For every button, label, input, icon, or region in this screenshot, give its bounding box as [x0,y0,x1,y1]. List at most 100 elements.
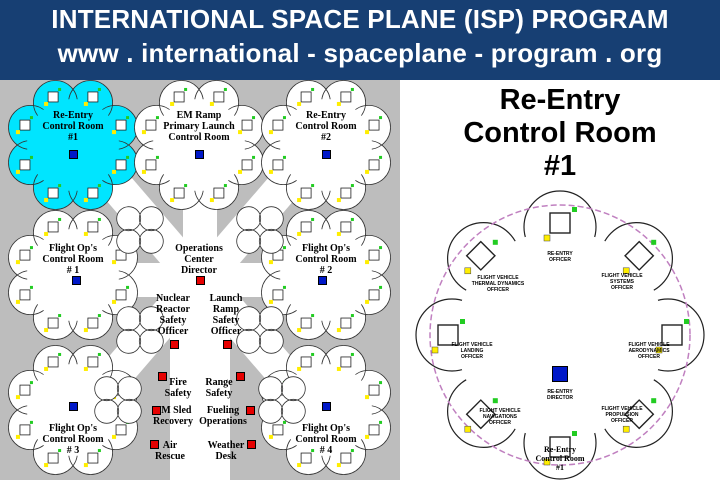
detail-indicator [492,239,498,245]
detail-officer-console [437,324,459,346]
label-flight-ops-4: Flight Op's Control Room # 4 [295,423,357,456]
room-flight-ops-1-console [19,289,31,301]
room-flight-ops-1-floor [27,229,119,321]
room-flight-ops-2-indicator [311,314,315,318]
room-flight-ops-2-console-accent [365,299,370,304]
room-flight-ops-4-console [300,452,312,464]
room-reentry-1-indicator [58,87,62,91]
hub-console-cluster [94,376,142,424]
room-flight-ops-3-console-accent [15,395,20,400]
room-reentry-1-indicator [29,155,33,159]
room-flight-ops-2-indicator [350,314,354,318]
room-reentry-2-console-accent [336,198,341,203]
room-flight-ops-4-indicator [350,449,354,453]
label-air-rescue: Air Rescue [155,440,185,462]
room-reentry-1-indicator [97,184,101,188]
room-flight-ops-1-console [115,289,127,301]
room-flight-ops-4-console-accent [336,366,341,371]
director-desk-flight-ops-3 [69,402,78,411]
room-em-ramp-console-accent [141,130,146,135]
room-flight-ops-2-floor [280,229,372,321]
room-flight-ops-2-indicator [350,217,354,221]
program-title: INTERNATIONAL SPACE PLANE (ISP) PROGRAM [51,4,669,34]
room-flight-ops-4-console [272,424,284,436]
detail-console-accent [655,346,663,354]
detail-caption: Re-Entry Control Room #1 [535,445,585,472]
room-flight-ops-3-console [87,356,99,368]
detail-indicator [651,398,657,404]
director-desk-flight-ops-1 [72,276,81,285]
detail-indicator [684,319,689,324]
room-reentry-1-console [47,91,59,103]
room-flight-ops-2-console-accent [297,231,302,236]
room-flight-ops-3-console-accent [15,434,20,439]
range-safety-desk [236,372,245,381]
room-reentry-2-indicator [350,184,354,188]
detail-room-trim [429,204,691,466]
detail-indicator [651,239,657,245]
label-flight-ops-1: Flight Op's Control Room # 1 [42,243,104,276]
label-em-sled-recovery: EM Sled Recovery [153,405,193,427]
room-flight-ops-1-console [87,221,99,233]
detail-indicator [492,398,498,404]
label-reentry-room-2: Re-Entry Control Room #2 [295,110,357,143]
room-flight-ops-2-console [272,289,284,301]
room-em-ramp-console [241,119,253,131]
room-flight-ops-2-console-accent [336,328,341,333]
room-flight-ops-1-console-accent [44,231,49,236]
room-flight-ops-4-console-accent [336,463,341,468]
label-aerodynamics-officer: FLIGHT VEHICLE AERODYNAMICS OFFICER [628,342,670,360]
director-desk-flight-ops-4 [322,402,331,411]
room-reentry-1-console [115,119,127,131]
room-flight-ops-3-console [87,452,99,464]
room-reentry-2-indicator [379,155,383,159]
fueling-operations-desk [246,406,255,415]
room-flight-ops-4-indicator [311,352,315,356]
room-em-ramp-indicator [252,155,256,159]
detail-indicator [572,207,577,212]
room-reentry-1-console-accent [83,198,88,203]
label-systems-officer: FLIGHT VEHICLE SYSTEMS OFFICER [601,273,643,291]
room-reentry-2-indicator [311,184,315,188]
label-range-safety: Range Safety [205,377,233,399]
room-reentry-1-console-accent [15,169,20,174]
detail-officer-console [465,399,496,430]
room-flight-ops-4-console-accent [297,366,302,371]
room-em-ramp-console [145,159,157,171]
detail-officer-console [624,399,655,430]
room-em-ramp-console-accent [238,169,243,174]
room-flight-ops-1-console-accent [15,260,20,265]
room-reentry-1-console [19,159,31,171]
room-flight-ops-3-console [47,452,59,464]
room-flight-ops-2-indicator [282,246,286,250]
room-flight-ops-2-console-accent [336,231,341,236]
room-reentry-2-indicator [311,87,315,91]
room-reentry-2-console-accent [297,101,302,106]
label-landing-officer: FLIGHT VEHICLE LANDING OFFICER [451,342,493,360]
label-fueling-operations: Fueling Operations [199,405,247,427]
detail-console-accent [622,267,630,275]
room-reentry-1-indicator [126,116,130,120]
room-reentry-2-floor [280,99,372,191]
director-desk-reentry-1 [69,150,78,159]
room-flight-ops-4-indicator [311,449,315,453]
detail-console-accent [622,425,630,433]
room-flight-ops-1-console [47,317,59,329]
room-flight-ops-3-console-accent [44,366,49,371]
room-flight-ops-1-indicator [29,285,33,289]
nuclear-reactor-safety-desk [170,340,179,349]
room-em-ramp-console [173,187,185,199]
room-reentry-2-console-accent [336,101,341,106]
label-thermal-dynamics-officer: FLIGHT VEHICLE THERMAL DYNAMICS OFFICER [471,275,525,293]
room-em-ramp-console-accent [209,101,214,106]
fire-safety-desk [158,372,167,381]
detail-officer-console [661,324,683,346]
room-flight-ops-4-console-accent [268,434,273,439]
room-reentry-2-console-accent [268,169,273,174]
reentry-director-desk [552,366,568,382]
room-flight-ops-2-indicator [379,285,383,289]
room-flight-ops-2-console [300,317,312,329]
room-flight-ops-2-console [340,221,352,233]
room-em-ramp-indicator [184,87,188,91]
em-sled-recovery-desk [152,406,161,415]
